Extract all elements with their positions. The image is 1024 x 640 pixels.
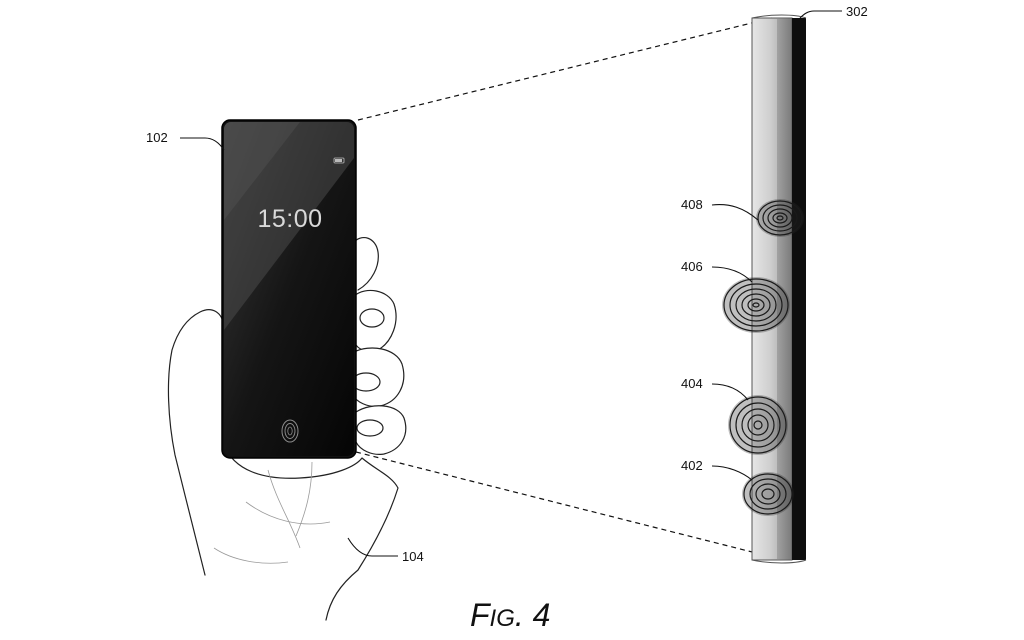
label-406: 406 (681, 259, 703, 274)
battery-level (335, 159, 342, 162)
label-302: 302 (846, 4, 868, 19)
fingerprint-408 (756, 199, 804, 237)
projection-line-top (358, 18, 772, 120)
label-102: 102 (146, 130, 168, 145)
stack-layer-back (792, 18, 806, 560)
leader-102 (180, 138, 224, 150)
device-clock: 15:00 (257, 205, 322, 233)
device: 15:00 (222, 120, 356, 458)
projection-line-bottom (356, 452, 768, 556)
leader-302 (800, 11, 842, 18)
label-404: 404 (681, 376, 703, 391)
fingernail (360, 309, 384, 327)
label-104: 104 (402, 549, 424, 564)
fingerprint-404 (728, 395, 788, 455)
caption-number: . 4 (515, 597, 551, 633)
caption-small-caps: IG (490, 605, 515, 632)
fingernail (357, 420, 383, 436)
leader-404 (712, 384, 748, 400)
leader-408 (712, 205, 758, 220)
leader-402 (712, 466, 752, 480)
fingerprint-406 (722, 277, 790, 333)
label-402: 402 (681, 458, 703, 473)
figure-caption: FIG. 4 (470, 597, 550, 633)
label-408: 408 (681, 197, 703, 212)
